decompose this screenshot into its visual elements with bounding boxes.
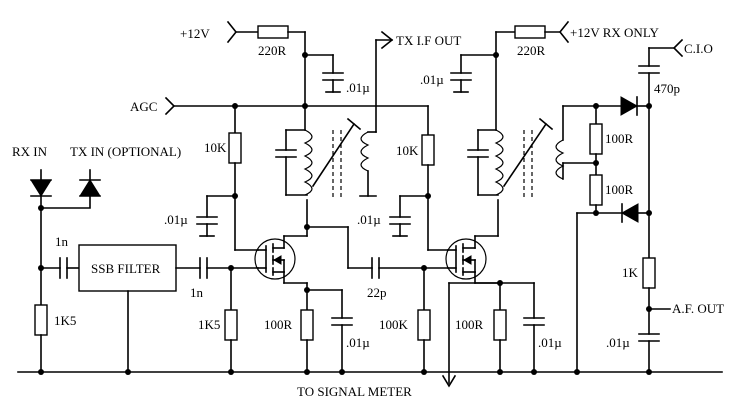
cap-af-label: .01µ bbox=[606, 335, 630, 350]
resistor-gate1-label: 10K bbox=[204, 140, 227, 155]
resistor-gate2-label: 10K bbox=[396, 143, 419, 158]
ssb-filter-label: SSB FILTER bbox=[91, 261, 161, 276]
af-out-label: A.F. OUT bbox=[672, 301, 724, 316]
cap-decouple2-label: .01µ bbox=[420, 72, 444, 87]
resistor-g2-label: 100K bbox=[379, 317, 409, 332]
resistor-supply-label: 220R bbox=[258, 43, 287, 58]
cap-s2-label: .01µ bbox=[538, 335, 562, 350]
input-section bbox=[30, 169, 259, 373]
cap-in-label: 1n bbox=[55, 234, 69, 249]
if-transformer-2 bbox=[467, 105, 565, 200]
rx-in-label: RX IN bbox=[12, 144, 48, 159]
signal-meter-label: TO SIGNAL METER bbox=[297, 384, 412, 399]
supply-12v-rx-label: +12V RX ONLY bbox=[570, 25, 659, 40]
resistor-s2-label: 100R bbox=[455, 317, 484, 332]
resistor-in-label: 1K5 bbox=[54, 313, 76, 328]
cap-s1-label: .01µ bbox=[346, 335, 370, 350]
cap-cio-label: 470p bbox=[654, 81, 680, 96]
cio-section bbox=[562, 38, 684, 373]
resistor-s1-label: 100R bbox=[264, 317, 293, 332]
supply-12v-rx bbox=[450, 20, 570, 131]
cap-agc1-label: .01µ bbox=[164, 212, 188, 227]
agc-label: AGC bbox=[130, 99, 157, 114]
supply-12v-label: +12V bbox=[180, 26, 210, 41]
resistor-af-label: 1K bbox=[622, 265, 639, 280]
if-transformer-1 bbox=[275, 117, 377, 200]
cap-decouple1-label: .01µ bbox=[346, 80, 370, 95]
cap-agc2-label: .01µ bbox=[357, 212, 381, 227]
resistor-d2-label: 100R bbox=[605, 182, 634, 197]
supply-12v-left bbox=[226, 20, 344, 131]
resistor-supply-rx-label: 220R bbox=[517, 43, 546, 58]
agc-line bbox=[164, 96, 429, 116]
tx-if-out-label: TX I.F OUT bbox=[396, 33, 461, 48]
resistor-g1-label: 1K5 bbox=[198, 317, 220, 332]
cap-couple-label: 22p bbox=[367, 285, 387, 300]
resistor-d1-label: 100R bbox=[605, 131, 634, 146]
cio-label: C.I.O bbox=[684, 41, 713, 56]
ground-rail bbox=[17, 369, 723, 375]
tx-in-label: TX IN (OPTIONAL) bbox=[70, 144, 181, 159]
stage1 bbox=[196, 105, 425, 373]
tx-if-output bbox=[367, 30, 394, 133]
cap-filter-out-label: 1n bbox=[190, 285, 204, 300]
stage2 bbox=[389, 105, 545, 388]
